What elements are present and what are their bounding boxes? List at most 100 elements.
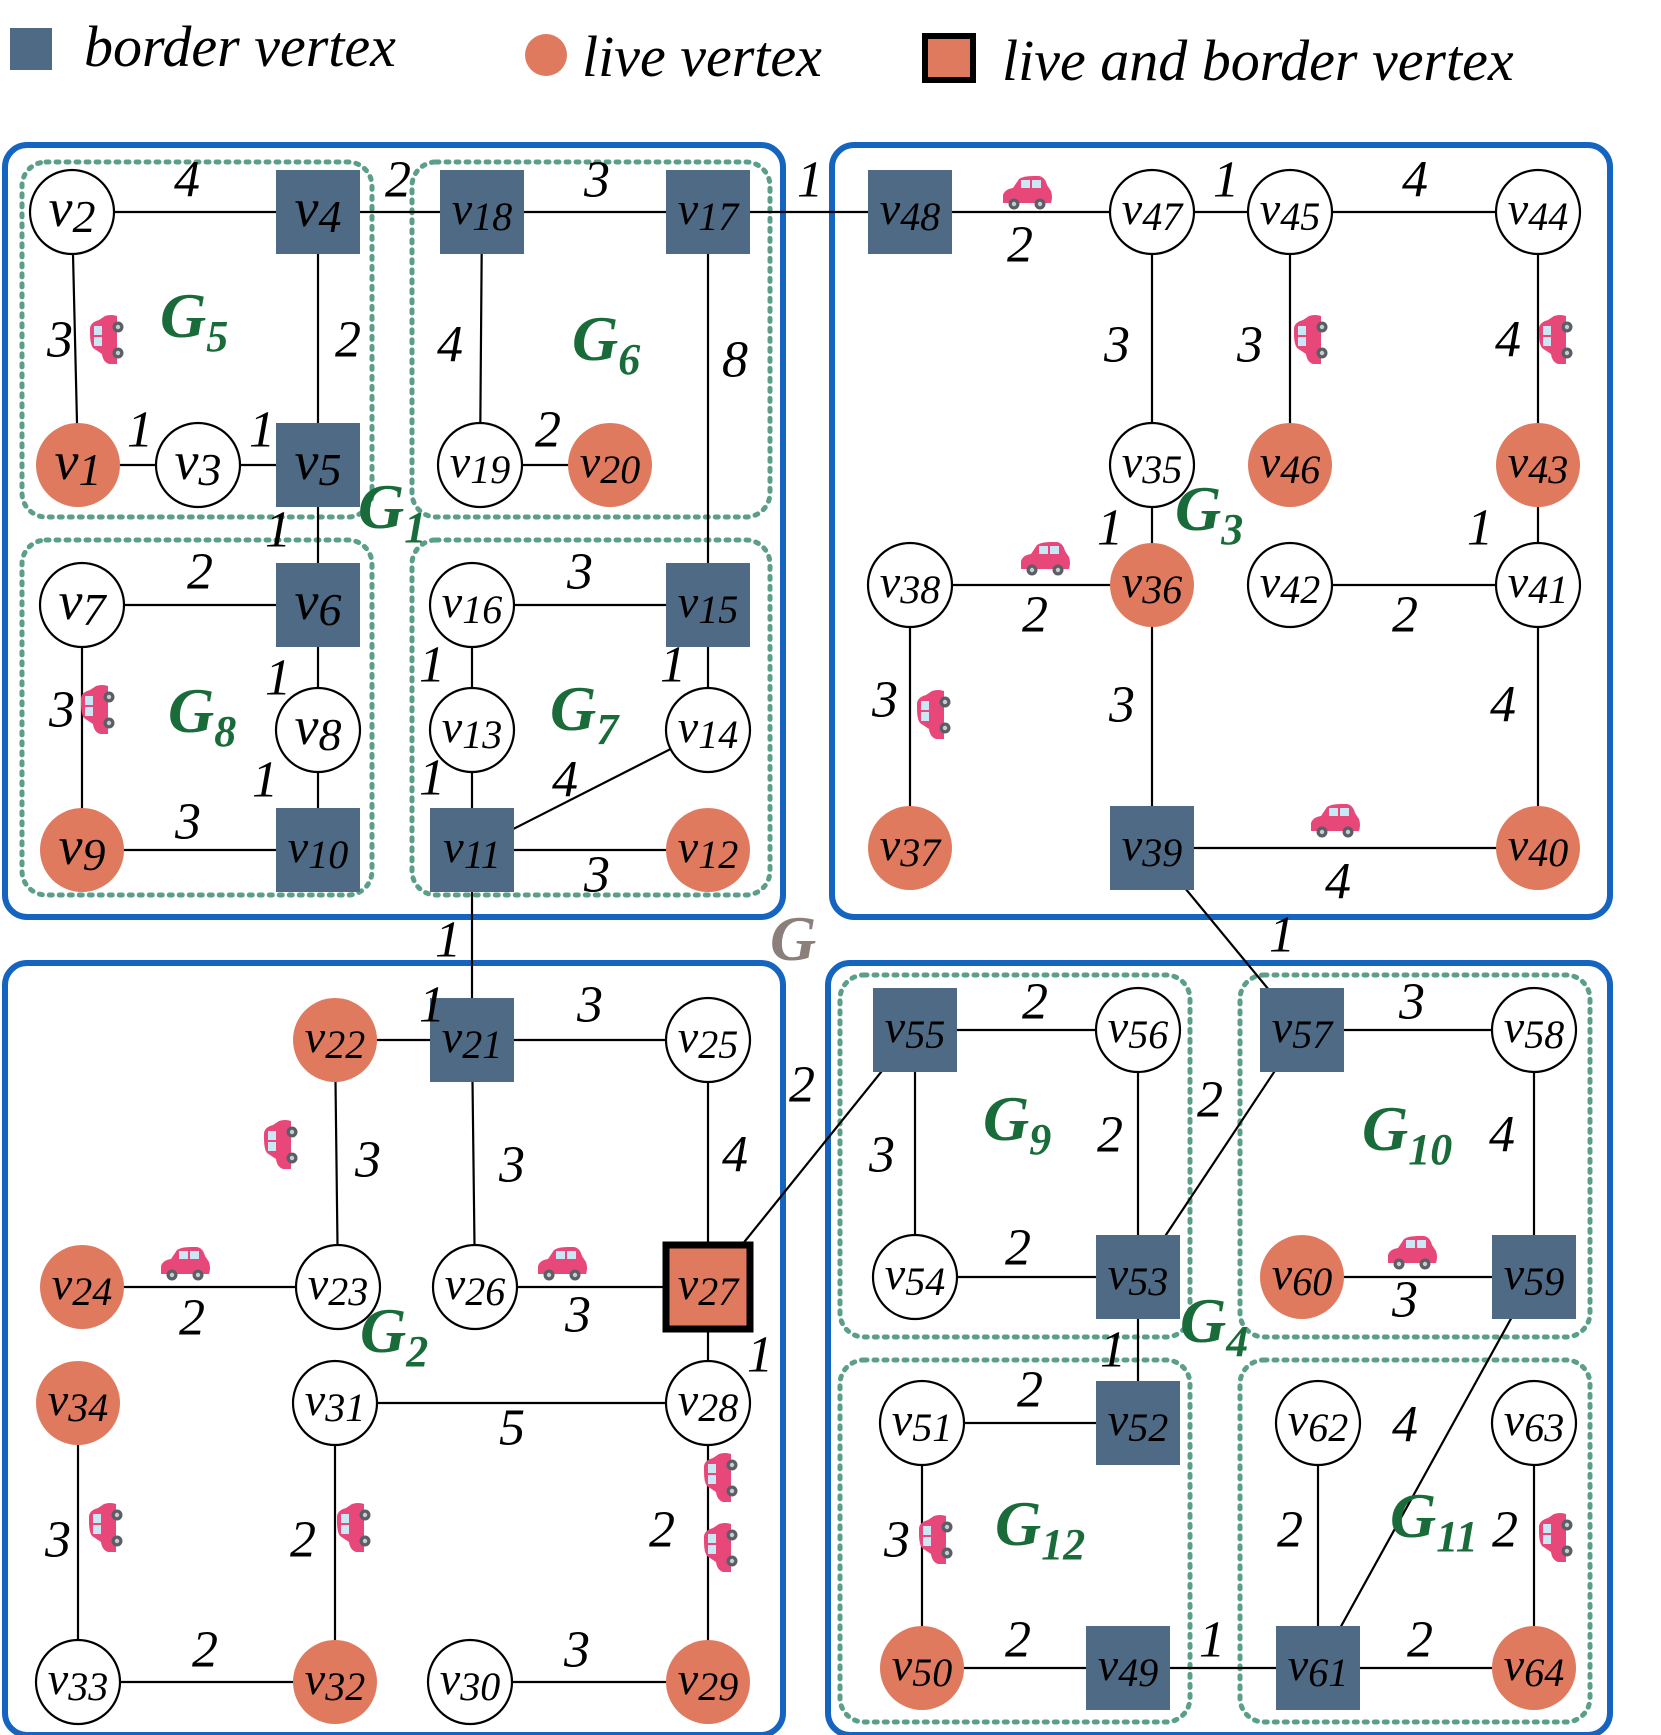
vertex-v18: v18 [440, 170, 524, 254]
edge-weight-v44-v43: 4 [1495, 312, 1521, 369]
edge-weight-v53-v52: 1 [1100, 1322, 1126, 1379]
car-icon [917, 690, 951, 739]
edge-weight-v7-v9: 3 [48, 682, 75, 739]
edge-weight-v51-v52: 2 [1017, 1362, 1043, 1419]
vertex-v62: v62 [1274, 1379, 1362, 1467]
edge-weight-v60-v59: 3 [1391, 1272, 1418, 1329]
svg-text:v26: v26 [445, 1258, 505, 1314]
edge-weight-v58-v59: 4 [1489, 1107, 1515, 1164]
svg-text:v3: v3 [175, 431, 222, 495]
vertex-v31: v31 [291, 1359, 379, 1447]
car-icon [1021, 542, 1070, 576]
svg-text:v61: v61 [1288, 1639, 1348, 1695]
svg-text:v11: v11 [443, 821, 500, 877]
group-label-g9: G9 [983, 1083, 1051, 1164]
vertex-v46: v46 [1248, 423, 1332, 507]
region-outline-g4 [825, 960, 1613, 1735]
vertex-v1: v1 [36, 423, 120, 507]
svg-text:v33: v33 [48, 1653, 108, 1709]
edge-weight-v42-v41: 2 [1392, 587, 1418, 644]
edge-weight-v11-v12: 3 [583, 847, 610, 904]
edge-weight-v17-v48: 1 [797, 152, 823, 209]
svg-text:v35: v35 [1122, 436, 1182, 492]
edge-weight-v27-v55: 2 [789, 1057, 815, 1114]
edge-weight-v2-v1: 3 [46, 312, 73, 369]
edge-weight-v63-v64: 2 [1492, 1502, 1518, 1559]
vertex-v39: v39 [1110, 806, 1194, 890]
edge-weight-v50-v49: 2 [1005, 1612, 1031, 1669]
car-icon [704, 1453, 738, 1502]
edge-weight-v21-v25: 3 [576, 977, 603, 1034]
svg-text:v52: v52 [1108, 1394, 1168, 1450]
edge-weight-v38-v36: 2 [1022, 587, 1048, 644]
region-outlines [2, 142, 1613, 1735]
subgraph-outline-g6 [409, 159, 773, 520]
svg-text:v60: v60 [1272, 1248, 1332, 1304]
svg-text:v29: v29 [678, 1653, 738, 1709]
edge-weight-v22-v23: 3 [354, 1132, 381, 1189]
vertex-v50: v50 [880, 1626, 964, 1710]
car-icon [1539, 315, 1573, 364]
vertex-v25: v25 [664, 996, 752, 1084]
legend-liveborder-swatch [922, 33, 976, 83]
edge-weight-v15-v14: 1 [660, 637, 686, 694]
edge-weight-v51-v50: 3 [883, 1512, 910, 1569]
car-icon [1003, 176, 1052, 210]
edge-weight-v14-v11: 4 [552, 752, 578, 809]
edge-weight-v16-v15: 3 [566, 544, 593, 601]
vertex-v28: v28 [664, 1359, 752, 1447]
svg-text:v19: v19 [450, 436, 510, 492]
car-icon [538, 1247, 587, 1281]
svg-text:v56: v56 [1108, 1001, 1168, 1057]
vertex-v6: v6 [276, 563, 360, 647]
edge-weight-v33-v32: 2 [192, 1622, 218, 1679]
svg-text:v36: v36 [1122, 556, 1182, 612]
edge-weight-v5-v6: 1 [265, 502, 291, 559]
vertex-v9: v9 [40, 808, 124, 892]
vertex-v2: v2 [28, 168, 116, 256]
svg-text:v45: v45 [1260, 183, 1320, 239]
group-label-g3: G3 [1175, 473, 1243, 554]
svg-text:v54: v54 [885, 1248, 945, 1304]
subgraph-outline-g8 [19, 537, 375, 898]
svg-text:v30: v30 [440, 1653, 500, 1709]
vertex-v15: v15 [666, 563, 750, 647]
svg-text:v2: v2 [49, 178, 96, 242]
edge-weight-v8-v10: 1 [252, 752, 278, 809]
vertex-v16: v16 [428, 561, 516, 649]
svg-text:v22: v22 [305, 1011, 365, 1067]
vertex-v19: v19 [436, 421, 524, 509]
subgraph-outline-g7 [409, 537, 773, 898]
edge-weight-v24-v23: 2 [179, 1290, 205, 1347]
edge-weight-v16-v13: 1 [419, 637, 445, 694]
vertex-v40: v40 [1496, 806, 1580, 890]
edge-weight-v47-v45: 1 [1213, 152, 1239, 209]
car-icon [81, 685, 115, 734]
graph-label: G [770, 903, 816, 974]
region-outline-g2 [2, 960, 786, 1735]
edge-weight-v45-v46: 3 [1236, 317, 1263, 374]
edge-weight-v25-v27: 4 [722, 1127, 748, 1184]
vertex-v27: v27 [662, 1241, 754, 1333]
vertex-v32: v32 [293, 1640, 377, 1724]
edge-weight-v47-v35: 3 [1103, 317, 1130, 374]
car-icon [337, 1503, 371, 1552]
edge-weight-v28-v29: 2 [649, 1502, 675, 1559]
svg-text:v42: v42 [1260, 556, 1320, 612]
edge-weight-v31-v32: 2 [290, 1512, 316, 1569]
edge-weight-v22-v21: 1 [419, 977, 445, 1034]
svg-text:v18: v18 [452, 183, 512, 239]
vertex-v33: v33 [34, 1638, 122, 1726]
edge-weight-v35-v36: 1 [1097, 500, 1123, 557]
edge-weight-v43-v41: 1 [1467, 500, 1493, 557]
region-outline-g3 [829, 142, 1613, 920]
svg-text:v1: v1 [55, 431, 102, 495]
group-label-g7: G7 [550, 673, 620, 754]
edge-weight-v62-v61: 2 [1277, 1502, 1303, 1559]
svg-text:v10: v10 [288, 821, 348, 877]
vertex-v34: v34 [36, 1361, 120, 1445]
legend-border-label: border vertex [84, 14, 396, 79]
vertex-v11: v11 [430, 808, 514, 892]
subgraph-outline-g11 [1237, 1357, 1593, 1725]
edge-weight-v31-v28: 5 [499, 1400, 525, 1457]
